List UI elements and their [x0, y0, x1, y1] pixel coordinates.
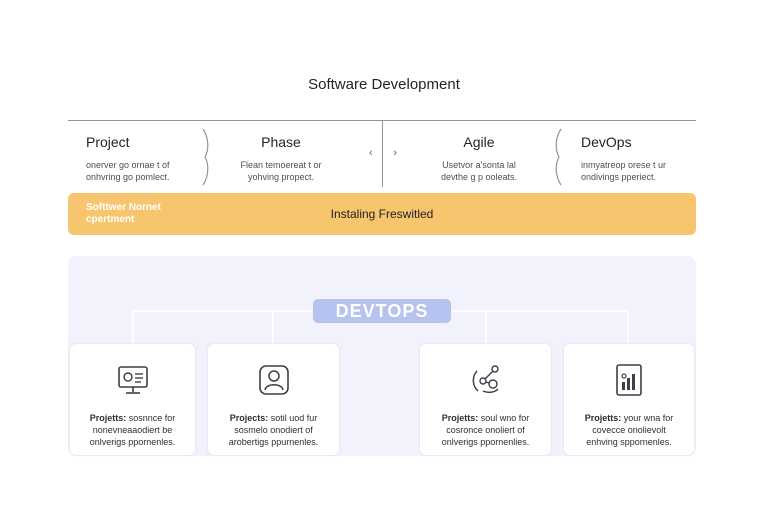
card-network-line-1-rest: soul wno for: [478, 413, 530, 423]
card-monitor-line-3: onlverigs ppornenles.: [89, 437, 176, 447]
phase-agile-name: Agile: [463, 134, 495, 150]
banner-label-line-1: Softtwer Nornet: [86, 202, 161, 213]
center-divider: [382, 121, 383, 187]
phase-agile-desc-2: devthe g p ooleats.: [440, 172, 518, 182]
card-chart-title: Projetts:: [584, 413, 622, 423]
diagram-title: Software Development: [308, 76, 460, 93]
phase-agile-desc-1: Usetvor a'sonta lal: [442, 160, 516, 170]
card-user-text: Projects: sotil uod fur sosmelo onodiert…: [208, 412, 339, 448]
card-network-line-1: Projetts: soul wno for: [420, 412, 551, 424]
card-user-line-1: Projects: sotil uod fur: [208, 412, 339, 424]
banner-title: Instaling Freswitled: [330, 207, 434, 221]
card-user-line-1-rest: sotil uod fur: [268, 413, 318, 423]
phase-agile: Agile Usetvor a'sonta lal devthe g p ool…: [426, 134, 532, 183]
card-chart-text: Projetts: your wna for covecce onolievol…: [564, 412, 694, 448]
card-user-line-2: sosmelo onodiert of: [234, 425, 313, 435]
phase-devops-name: DevOps: [581, 134, 632, 150]
brace-divider-2: [555, 128, 562, 186]
chevron-left-icon[interactable]: ‹: [369, 147, 373, 159]
card-network-line-2: cosronce onoliert of: [446, 425, 525, 435]
card-monitor-line-1-rest: sosnnce for: [126, 413, 176, 423]
phase-phase: Phase Flean temoereat t or yohving prope…: [228, 134, 334, 183]
card-chart-line-2: covecce onolievolt: [592, 425, 666, 435]
card-user-line-3: arobertigs ppurnenles.: [228, 437, 319, 447]
card-network-line-3: onlverigs ppornenlies.: [441, 437, 530, 447]
card-monitor-line-2: nonevneaaodiert be: [92, 425, 173, 435]
chart-icon: [616, 364, 642, 396]
status-banner: Softtwer Nornet cpertment Instaling Fres…: [68, 193, 696, 235]
phase-phase-desc-2: yohving propect.: [247, 172, 315, 182]
card-chart-line-3: enhving sppornenles.: [586, 437, 672, 447]
card-user-title: Projects:: [229, 413, 269, 423]
card-monitor-title: Projetts:: [89, 413, 127, 423]
monitor-icon: [117, 366, 148, 394]
chevron-right-icon[interactable]: ›: [393, 147, 397, 159]
nav-arrows: ‹ ›: [369, 147, 397, 159]
phase-devops-desc-2: ondivings pperiect.: [581, 172, 657, 182]
user-icon: [258, 365, 289, 395]
card-monitor[interactable]: Projetts: sosnnce for nonevneaaodiert be…: [70, 344, 195, 455]
card-monitor-line-1: Projetts: sosnnce for: [70, 412, 195, 424]
phase-project-desc-1: onerver go ornae t of: [86, 160, 170, 170]
phase-phase-name: Phase: [261, 134, 301, 150]
network-icon: [472, 365, 499, 394]
card-chart-line-1-rest: your wna for: [621, 413, 674, 423]
banner-label-line-2: cpertment: [86, 214, 135, 225]
card-network[interactable]: Projetts: soul wno for cosronce onoliert…: [420, 344, 551, 455]
phase-project: Project onerver go ornae t of onhvring g…: [86, 134, 170, 183]
phase-devops: DevOps inmyatreop orese t ur ondivings p…: [581, 134, 666, 183]
card-monitor-text: Projetts: sosnnce for nonevneaaodiert be…: [70, 412, 195, 448]
phase-project-desc-2: onhvring go pomlect.: [86, 172, 170, 182]
phase-devops-desc-1: inmyatreop orese t ur: [581, 160, 667, 170]
card-chart-line-1: Projetts: your wna for: [564, 412, 694, 424]
card-chart[interactable]: Projetts: your wna for covecce onolievol…: [564, 344, 694, 455]
phase-phase-desc-1: Flean temoereat t or: [240, 160, 322, 170]
card-network-text: Projetts: soul wno for cosronce onoliert…: [420, 412, 551, 448]
brace-divider-1: [202, 128, 209, 186]
card-network-title: Projetts:: [441, 413, 479, 423]
top-rule: [68, 120, 696, 121]
phase-project-name: Project: [86, 134, 130, 150]
banner-label: Softtwer Nornet cpertment: [86, 202, 161, 226]
card-user[interactable]: Projects: sotil uod fur sosmelo onodiert…: [208, 344, 339, 455]
devops-heading: DEVTOPS: [313, 299, 451, 323]
